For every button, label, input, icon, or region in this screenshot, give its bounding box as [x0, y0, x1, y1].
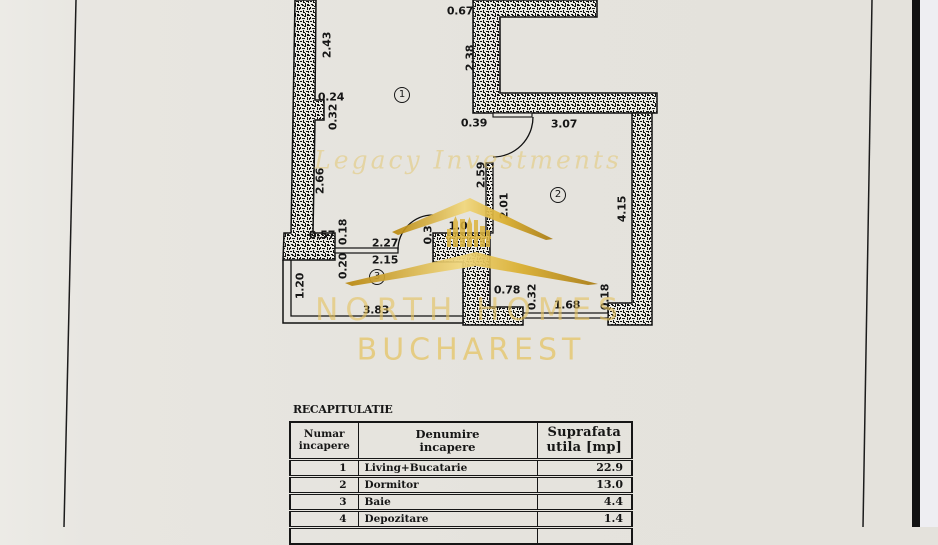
table-row: 2 Dormitor 13.0 — [289, 475, 633, 494]
room-number: 2 — [289, 475, 359, 494]
table-header-row: Numar incapere Denumire incapere Suprafa… — [289, 422, 633, 461]
header-line: Denumire — [415, 426, 480, 441]
dimension-label: 3.07 — [550, 117, 578, 131]
header-line: utila [mp] — [546, 439, 622, 455]
dimension-label: 1.0 — [449, 221, 468, 232]
partition-bathroom — [334, 247, 399, 254]
header-line: Suprafata — [547, 425, 621, 441]
watermark-city-text: BUCHAREST — [356, 332, 586, 368]
room-name: Dormitor — [357, 475, 538, 494]
logo-roof-upper-icon — [392, 198, 553, 240]
dimension-label: 2.27 — [371, 236, 399, 250]
dimension-label: 1.68 — [553, 298, 581, 312]
skyline-spire — [453, 216, 458, 222]
wall-living-right-upper — [472, 0, 658, 114]
skyline-building — [460, 219, 465, 247]
door-threshold-bedroom — [492, 112, 533, 118]
room-area: 1.4 — [536, 509, 633, 528]
room-name: Baie — [357, 492, 538, 511]
skyline-building — [474, 220, 478, 247]
skyline-building — [467, 224, 472, 247]
dimension-label: 2.15 — [371, 253, 399, 267]
binder-edge — [912, 0, 920, 527]
skyline-band — [446, 236, 491, 239]
room-marker-2: 2 — [550, 187, 566, 203]
table-row: 1 Living+Bucatarie 22.9 — [289, 458, 633, 477]
header-line: incapere — [419, 439, 476, 454]
skyline-building — [453, 222, 458, 247]
room-number: 3 — [289, 492, 359, 511]
room-number: 1 — [289, 458, 359, 477]
wall-living-left — [282, 0, 336, 261]
partition-bedroom-bottom — [522, 312, 609, 319]
dimension-label: 0.67 — [446, 4, 474, 18]
room-marker-number: 2 — [554, 189, 562, 200]
page-border-right — [862, 0, 873, 527]
background-strip — [920, 0, 938, 527]
dimension-label: 0.78 — [493, 283, 521, 297]
watermark-script-text: Legacy Investments — [314, 145, 622, 175]
dimension-label: 0.39 — [460, 116, 488, 130]
room-marker-1: 1 — [394, 87, 410, 103]
floor-plan-drawing — [63, 0, 873, 527]
balcony-outline-inner — [290, 260, 463, 317]
door-swing-bedroom — [492, 116, 534, 158]
table-row: 3 Baie 4.4 — [289, 492, 633, 511]
dimension-label: 0.57 — [308, 228, 336, 242]
logo-roof-lower-icon — [345, 252, 598, 286]
table-row-partial — [289, 526, 633, 544]
room-name: Depozitare — [357, 509, 538, 528]
table-cell-cutoff — [289, 526, 538, 544]
dimension-label: 3.83 — [362, 303, 390, 317]
room-area: 13.0 — [536, 475, 633, 494]
header-line: Numar — [303, 427, 345, 440]
column-header-room-name: Denumire incapere — [357, 422, 538, 461]
balcony-outline-outer — [282, 260, 463, 324]
room-number: 4 — [289, 509, 359, 528]
table-row: 4 Depozitare 1.4 — [289, 509, 633, 528]
page-border-left — [63, 0, 77, 527]
room-area: 4.4 — [536, 492, 633, 511]
dimension-label: 0.24 — [317, 90, 345, 104]
room-area: 22.9 — [536, 458, 633, 477]
watermark-logo — [345, 198, 598, 286]
logo-skyline-icon — [446, 216, 491, 247]
column-header-area: Suprafata utila [mp] — [536, 422, 633, 461]
room-marker-number: 1 — [398, 89, 406, 100]
table-cell-cutoff — [536, 526, 633, 544]
skyline-spire — [467, 217, 472, 224]
summary-title: RECAPITULATIE — [293, 403, 393, 416]
wall-bedroom-right — [607, 112, 653, 326]
room-name: Living+Bucatarie — [357, 458, 538, 477]
header-line: incapere — [298, 439, 350, 452]
watermark-brand-text: NORTH HOMES — [315, 292, 625, 328]
column-header-room-number: Numar incapere — [289, 422, 359, 461]
summary-table: Numar incapere Denumire incapere Suprafa… — [289, 421, 633, 545]
